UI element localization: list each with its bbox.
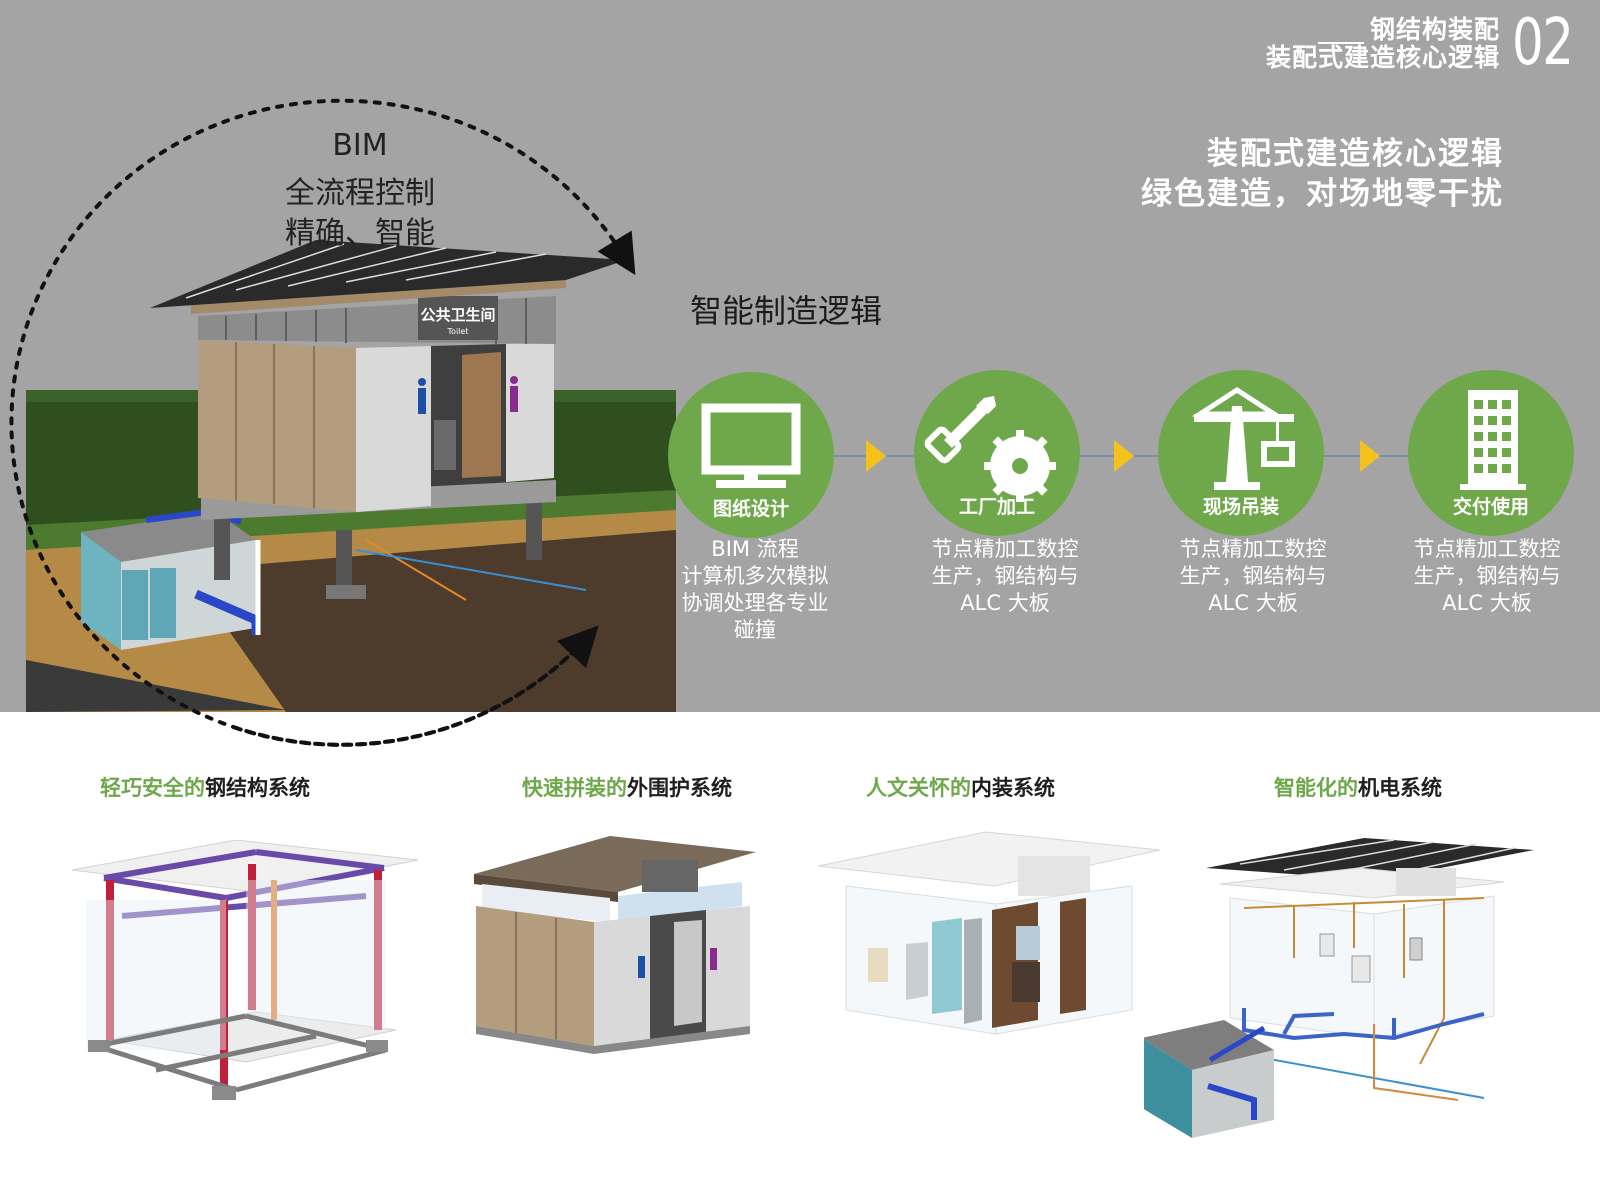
desc-line: 计算机多次模拟 bbox=[681, 564, 829, 588]
flow-arrow-icon bbox=[1114, 440, 1134, 472]
header-rule bbox=[1318, 42, 1364, 44]
flow-step-design: 图纸设计 bbox=[668, 372, 834, 538]
system-title-steel: 轻巧安全的钢结构系统 bbox=[100, 772, 310, 802]
desc-line: BIM 流程 bbox=[711, 537, 799, 561]
section-number: 02 bbox=[1511, 6, 1574, 80]
desc-line: 生产，钢结构与 bbox=[1413, 564, 1561, 588]
header-title-line2: 装配式建造核心逻辑 bbox=[1265, 43, 1500, 72]
bim-cycle-circle bbox=[9, 98, 636, 747]
hero-render: 公共卫生间 Toilet bbox=[26, 240, 676, 712]
interior-render bbox=[817, 831, 1161, 1035]
system-title-envelope: 快速拼装的外围护系统 bbox=[522, 772, 732, 802]
desc-line: 生产，钢结构与 bbox=[931, 564, 1079, 588]
desc-line: 节点精加工数控 bbox=[1179, 537, 1327, 561]
flow-step-desc: 节点精加工数控 生产，钢结构与 ALC 大板 bbox=[900, 536, 1110, 617]
desc-line: 协调处理各专业 bbox=[681, 591, 829, 615]
bim-label-line2: 全流程控制 bbox=[285, 176, 435, 211]
flow-title: 智能制造逻辑 bbox=[690, 292, 883, 330]
envelope-render bbox=[474, 836, 756, 1054]
system-title-accent: 人文关怀的 bbox=[866, 776, 971, 800]
system-title-interior: 人文关怀的内装系统 bbox=[866, 772, 1055, 802]
system-title-accent: 轻巧安全的 bbox=[100, 776, 205, 800]
bim-label-line3: 精确、智能 bbox=[285, 216, 435, 251]
desc-line: 生产，钢结构与 bbox=[1179, 564, 1327, 588]
flow-step-label: 工厂加工 bbox=[958, 496, 1035, 518]
system-title-accent: 快速拼装的 bbox=[522, 776, 627, 800]
hero-sign-text: 公共卫生间 bbox=[420, 306, 495, 324]
system-title-mep: 智能化的机电系统 bbox=[1274, 772, 1442, 802]
flow-step-label: 现场吊装 bbox=[1202, 496, 1279, 518]
toilet-building-render: 公共卫生间 Toilet bbox=[26, 240, 676, 712]
flow-step-onsite: 现场吊装 bbox=[1158, 370, 1324, 536]
flow-step-desc: 节点精加工数控 生产，钢结构与 ALC 大板 bbox=[1382, 536, 1592, 617]
system-title-rest: 外围护系统 bbox=[627, 776, 732, 800]
desc-line: 节点精加工数控 bbox=[931, 537, 1079, 561]
slogan-line2: 绿色建造，对场地零干扰 bbox=[1141, 176, 1504, 212]
system-title-rest: 内装系统 bbox=[971, 776, 1055, 800]
header-title-line1: 钢结构装配 bbox=[1369, 15, 1500, 44]
flow-step-label: 交付使用 bbox=[1452, 496, 1529, 518]
steel-structure-render bbox=[71, 840, 419, 1100]
desc-line: ALC 大板 bbox=[960, 591, 1050, 615]
flow-step-delivery: 交付使用 bbox=[1408, 370, 1574, 536]
building-icon bbox=[1460, 390, 1526, 490]
system-title-rest: 机电系统 bbox=[1358, 776, 1442, 800]
flow-arrow-icon bbox=[1360, 440, 1380, 472]
flow-step-factory: 工厂加工 bbox=[914, 370, 1080, 536]
mep-render bbox=[1144, 838, 1534, 1138]
system-title-accent: 智能化的 bbox=[1274, 776, 1358, 800]
crane-icon bbox=[1191, 387, 1295, 490]
flow-step-label: 图纸设计 bbox=[712, 498, 789, 520]
system-title-rest: 钢结构系统 bbox=[205, 776, 310, 800]
flow-step-desc: BIM 流程 计算机多次模拟 协调处理各专业 碰撞 bbox=[650, 536, 860, 644]
desc-line: 碰撞 bbox=[734, 618, 776, 642]
slogan-line1: 装配式建造核心逻辑 bbox=[1207, 136, 1504, 172]
monitor-icon bbox=[701, 403, 801, 488]
desc-line: ALC 大板 bbox=[1442, 591, 1532, 615]
desc-line: ALC 大板 bbox=[1208, 591, 1298, 615]
desc-line: 节点精加工数控 bbox=[1413, 537, 1561, 561]
saw-icon bbox=[924, 396, 1056, 502]
hero-sign-sub: Toilet bbox=[447, 327, 469, 336]
bim-label-line1: BIM bbox=[332, 128, 388, 163]
flow-step-desc: 节点精加工数控 生产，钢结构与 ALC 大板 bbox=[1148, 536, 1358, 617]
flow-arrow-icon bbox=[866, 440, 886, 472]
